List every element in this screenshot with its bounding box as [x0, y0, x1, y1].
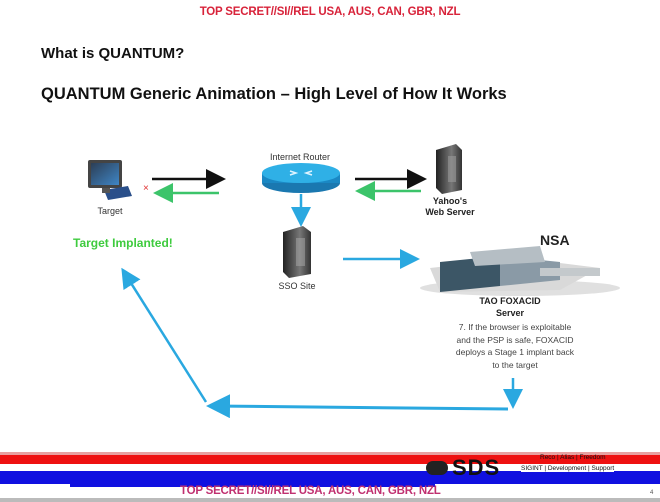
return-arrow-to-target: [121, 267, 208, 403]
step-note-line: to the target: [492, 359, 538, 370]
classification-banner-bottom: TOP SECRET//SI//REL USA, AUS, CAN, GBR, …: [180, 485, 441, 497]
web-server-label-2: Web Server: [425, 207, 475, 217]
sds-logo: SDS: [452, 455, 501, 480]
footer-stripe-blue: [0, 471, 660, 484]
step-note: 7. If the browser is exploitable and the…: [430, 321, 600, 371]
blocked-x-icon: ×: [143, 183, 149, 194]
web-server-label-1: Yahoo's: [432, 196, 468, 206]
footer-tagline-top: Reco | Alias | Freedom: [540, 454, 606, 461]
seal-icon: [426, 461, 448, 475]
return-arrow-bottom: [206, 394, 509, 419]
footer-stripe-red: [0, 455, 660, 464]
step-note-line: 7. If the browser is exploitable: [458, 322, 572, 332]
step-note-line: deploys a Stage 1 implant back: [455, 347, 575, 357]
foxacid-label-2: Server: [495, 308, 525, 318]
classification-banner-top: TOP SECRET//SI//REL USA, AUS, CAN, GBR, …: [199, 6, 461, 18]
footer-stripe-pink: [0, 452, 660, 455]
nsa-label: NSA: [540, 232, 570, 248]
target-label: Target: [97, 206, 123, 216]
target-computer-icon: [88, 160, 132, 200]
sso-server-icon: [283, 226, 311, 278]
slide-subtitle: QUANTUM Generic Animation – High Level o…: [41, 85, 507, 103]
foxacid-label-1: TAO FOXACID: [479, 296, 541, 306]
step-note-line: and the PSP is safe, FOXACID: [456, 334, 574, 345]
nsa-building-icon: [420, 246, 620, 296]
page-number: 4: [650, 490, 654, 496]
footer-base-line: [0, 498, 660, 502]
web-server-icon: [436, 144, 462, 194]
footer-stripe-white: [0, 464, 660, 471]
router-label: Internet Router: [269, 152, 331, 162]
sso-label: SSO Site: [278, 281, 316, 291]
footer-stripe-blue-tail: [70, 484, 435, 487]
footer-tagline-bottom: SIGINT | Development | Support: [521, 465, 615, 472]
router-icon: [262, 163, 340, 193]
target-status: Target Implanted!: [73, 236, 173, 250]
slide-title: What is QUANTUM?: [41, 45, 185, 62]
